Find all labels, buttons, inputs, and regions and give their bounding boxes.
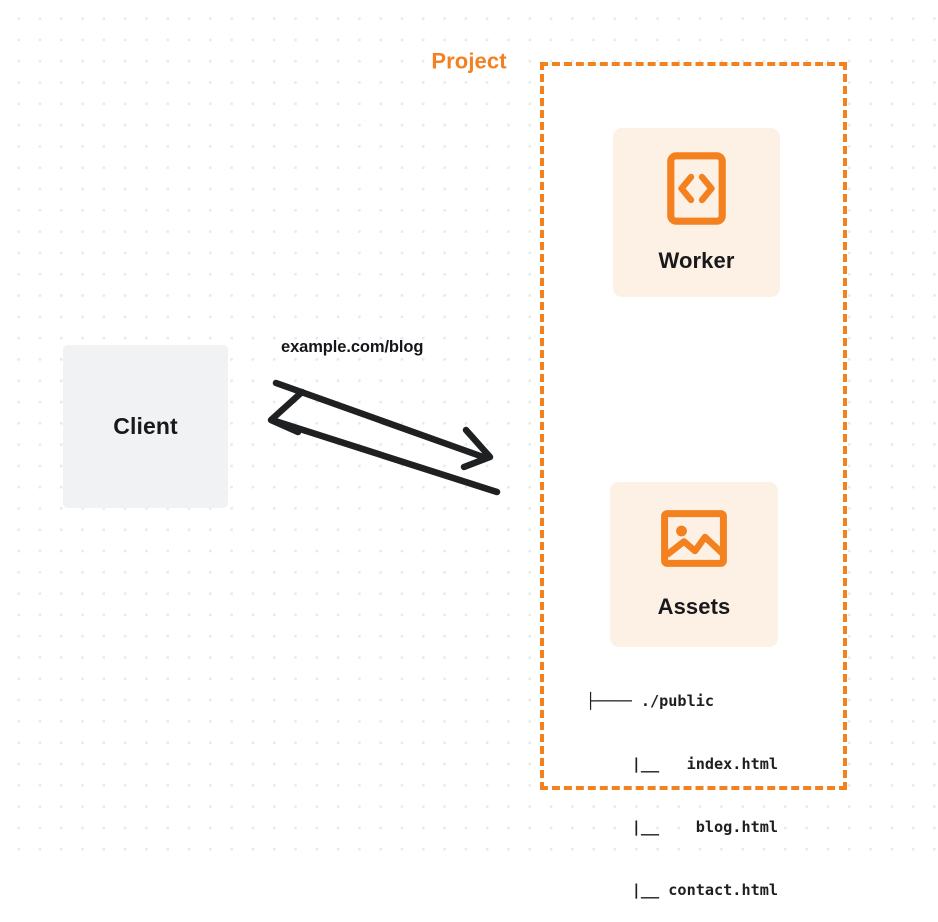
assets-node[interactable]: Assets [610, 482, 778, 647]
project-title-label: Project [424, 48, 514, 75]
file-tree-line: |__ index.html [586, 755, 779, 773]
assets-file-tree: ├──── ./public |__ index.html |__ blog.h… [540, 649, 847, 922]
client-node[interactable]: Client [63, 345, 228, 508]
worker-node-label: Worker [658, 247, 735, 273]
connector-arrows-svg [267, 379, 501, 496]
file-tree-line: |__ contact.html [586, 881, 779, 899]
code-brackets-icon [667, 151, 726, 230]
client-node-label: Client [113, 413, 178, 439]
image-picture-icon [661, 509, 727, 572]
worker-node[interactable]: Worker [613, 128, 780, 297]
assets-node-label: Assets [657, 593, 731, 619]
response-arrow [267, 388, 501, 496]
request-url-label: example.com/blog [281, 338, 424, 356]
file-tree-line: |__ blog.html [586, 818, 779, 836]
request-arrow [272, 379, 494, 471]
file-tree-line: ├──── ./public [586, 692, 715, 710]
client-project-connector: example.com/blog [250, 330, 520, 515]
